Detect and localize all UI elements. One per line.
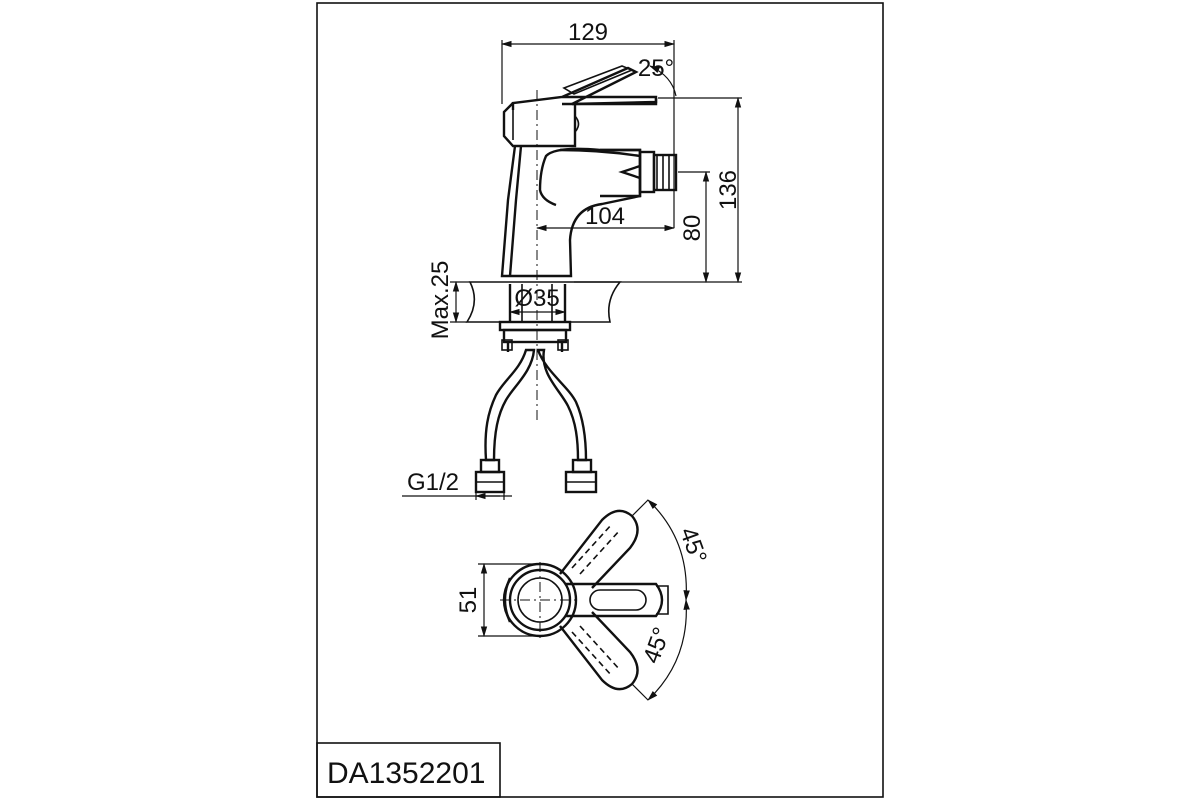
dim-rotation-lower: 45° <box>638 624 676 667</box>
dim-mount-hole: Ø35 <box>514 285 559 312</box>
top-view-faucet <box>500 509 669 691</box>
top-view-dimensions: 51 45° 45° <box>455 499 712 701</box>
dim-rotation-upper: 45° <box>674 524 712 567</box>
dim-spout-reach: 104 <box>585 203 625 230</box>
dim-max-deck-thickness: Max.25 <box>427 261 454 340</box>
model-code: DA1352201 <box>327 757 485 790</box>
dim-body-width: 51 <box>455 587 482 614</box>
deck-slab <box>465 281 622 323</box>
dim-overall-height: 136 <box>715 170 742 210</box>
side-view-faucet <box>465 65 678 494</box>
dim-overall-length: 129 <box>568 19 608 46</box>
dim-spout-height: 80 <box>679 215 706 242</box>
title-block <box>316 742 501 798</box>
side-view-dimensions: 129 25° 136 80 104 Ø35 Max.25 G1/2 <box>402 19 742 500</box>
dim-thread: G1/2 <box>407 469 459 496</box>
dim-lever-angle: 25° <box>638 55 674 82</box>
drawing-frame <box>316 2 884 798</box>
